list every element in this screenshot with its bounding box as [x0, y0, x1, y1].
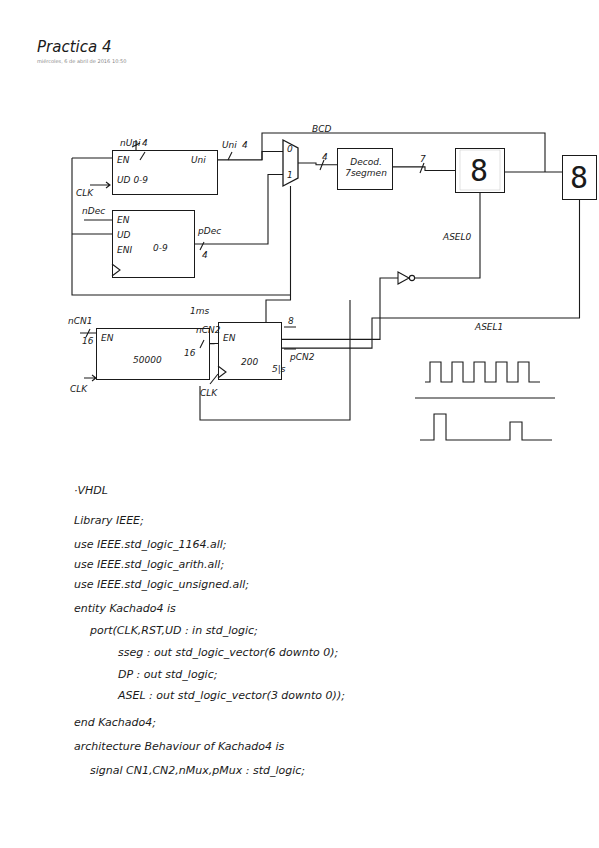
- signal-label: 4: [142, 138, 148, 149]
- code-line: ·VHDL: [74, 484, 108, 498]
- code-line: Library IEEE;: [74, 514, 144, 528]
- wire-connector: [266, 186, 291, 322]
- signal-label: Uni: [222, 140, 237, 151]
- signal-label: nDec: [82, 206, 105, 217]
- seven-segment-display: 8: [562, 155, 597, 200]
- separator-line: [415, 397, 555, 398]
- inverter-bubble: [409, 275, 414, 280]
- display-frame: [460, 150, 500, 190]
- page-title: Practica 4: [37, 38, 111, 56]
- signal-label: CLK: [200, 388, 217, 399]
- bus-slash: [140, 152, 424, 348]
- display-digit: 8: [470, 154, 488, 188]
- signal-label: pDec: [198, 226, 221, 237]
- signal-label: pCN2: [290, 352, 314, 363]
- feedback-wire: [72, 158, 290, 295]
- clock-arrow: [84, 375, 96, 381]
- signal-label: BCD: [312, 124, 331, 135]
- code-line: sseg : out std_logic_vector(6 downto 0);: [118, 646, 338, 660]
- node-text: ENI: [117, 245, 132, 256]
- wire-connector: [210, 343, 218, 344]
- signal-label: 16: [82, 336, 93, 347]
- signal-label: nCN1: [68, 316, 92, 327]
- signal-label: 4: [202, 250, 208, 261]
- signal-label: ASEL1: [475, 322, 503, 333]
- node-text: Decod. 7segmen: [341, 157, 391, 179]
- code-line: end Kachado4;: [74, 716, 156, 730]
- signal-label: 4: [242, 140, 248, 151]
- signal-label: 16: [184, 348, 195, 359]
- node-text: UD: [117, 230, 131, 241]
- enable-wire: [72, 220, 112, 234]
- inverter-symbol: [398, 272, 409, 284]
- wire-connector: [195, 175, 283, 245]
- signal-label: 5|s: [272, 364, 285, 375]
- node-text: EN: [101, 333, 113, 344]
- clock-arrow: [210, 374, 218, 384]
- signal-label: 7: [420, 154, 426, 165]
- clock-triangle: [112, 264, 120, 276]
- code-line: use IEEE.std_logic_arith.all;: [74, 558, 224, 572]
- code-line: DP : out std_logic;: [118, 668, 217, 682]
- node-text: 0-9: [153, 243, 168, 254]
- node-text: UD 0-9: [117, 175, 148, 186]
- display-digit: 8: [570, 161, 588, 195]
- segment-wire: [262, 133, 562, 172]
- code-line: entity Kachado4 is: [74, 602, 176, 616]
- node-text: EN: [223, 333, 235, 344]
- wire-connector: [282, 200, 580, 348]
- node-text: 1: [287, 170, 293, 181]
- loop-wire: [200, 300, 350, 420]
- signal-label: ASEL0: [443, 232, 471, 243]
- node-text: Uni: [191, 155, 206, 166]
- signal-label: nCN2: [196, 325, 220, 336]
- signal-label: CLK: [76, 188, 93, 199]
- node-text: 200: [241, 357, 258, 368]
- wire-connector: [298, 163, 337, 165]
- signal-label: CLK: [70, 384, 87, 395]
- pulse-waveform: [420, 414, 552, 440]
- code-line: port(CLK,RST,UD : in std_logic;: [90, 624, 258, 638]
- node-text: 0: [287, 144, 293, 155]
- clock-triangle: [218, 366, 226, 378]
- signal-label: nUni: [120, 138, 141, 149]
- node-text: EN: [117, 155, 129, 166]
- page-date: 10:50: [112, 58, 126, 64]
- node-text: EN: [117, 215, 129, 226]
- output-stub: [284, 327, 296, 349]
- code-line: ASEL : out std_logic_vector(3 downto 0))…: [118, 689, 345, 703]
- code-line: use IEEE.std_logic_unsigned.all;: [74, 578, 249, 592]
- wire-connector: [282, 193, 480, 339]
- counter-block: EN UD ENI 0-9: [112, 210, 195, 278]
- wire-connector: [393, 167, 455, 171]
- code-line: signal CN1,CN2,nMux,pMux : std_logic;: [90, 764, 305, 778]
- code-line: use IEEE.std_logic_1164.all;: [74, 538, 227, 552]
- input-wire: [80, 329, 96, 337]
- page-date: miércoles, 6 de abril de 2016: [37, 58, 110, 64]
- node-text: 50000: [133, 355, 162, 366]
- multiplexer: 01: [283, 140, 298, 186]
- clock-waveform: [425, 362, 540, 382]
- code-line: architecture Behaviour of Kachado4 is: [74, 740, 284, 754]
- seven-segment-display: 8: [455, 148, 505, 193]
- trapezoid-shape: [283, 140, 298, 186]
- counter-block: EN Uni UD 0-9: [112, 150, 218, 195]
- signal-label: 4: [322, 152, 328, 163]
- clock-arrow: [90, 182, 110, 188]
- wire-connector: [218, 152, 283, 160]
- signal-label: 1ms: [190, 306, 209, 317]
- decoder-box: Decod. 7segmen: [337, 148, 393, 190]
- signal-label: 8: [288, 316, 294, 327]
